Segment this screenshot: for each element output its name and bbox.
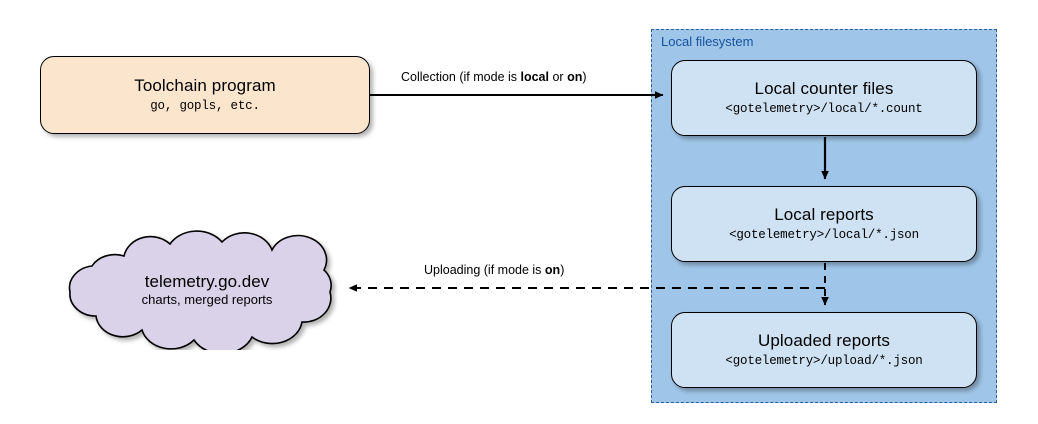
uploading-edge-label: Uploading (if mode is on) — [424, 263, 564, 277]
toolchain-program-subtitle: go, gopls, etc. — [150, 99, 260, 114]
collection-label-mode-on: on — [567, 70, 583, 84]
toolchain-program-node[interactable]: Toolchain program go, gopls, etc. — [40, 56, 370, 134]
uploading-label-p0: Uploading (if mode is — [424, 263, 545, 277]
uploaded-reports-title: Uploaded reports — [757, 330, 890, 350]
telemetry-cloud-node[interactable]: telemetry.go.dev charts, merged reports — [62, 230, 352, 350]
uploading-label-mode-on: on — [544, 263, 561, 277]
local-counter-files-path: <gotelemetry>/local/*.count — [725, 102, 923, 117]
local-counter-files-node[interactable]: Local counter files <gotelemetry>/local/… — [671, 60, 977, 136]
uploading-label-p2: ) — [560, 263, 565, 277]
cloud-shape-icon — [68, 230, 332, 350]
uploaded-reports-path: <gotelemetry>/upload/*.json — [725, 354, 923, 369]
local-reports-node[interactable]: Local reports <gotelemetry>/local/*.json — [671, 186, 977, 262]
local-reports-title: Local reports — [774, 204, 874, 224]
local-reports-path: <gotelemetry>/local/*.json — [729, 228, 919, 243]
collection-label-p0: Collection (if mode is — [401, 70, 521, 84]
collection-label-p4: ) — [582, 70, 587, 84]
toolchain-program-title: Toolchain program — [134, 75, 276, 95]
collection-edge-label: Collection (if mode is local or on) — [401, 70, 587, 84]
uploaded-reports-node[interactable]: Uploaded reports <gotelemetry>/upload/*.… — [671, 312, 977, 388]
collection-label-p2: or — [549, 70, 568, 84]
collection-label-mode-local: local — [520, 70, 550, 84]
local-filesystem-label: Local filesystem — [661, 34, 754, 49]
local-counter-files-title: Local counter files — [754, 78, 894, 98]
